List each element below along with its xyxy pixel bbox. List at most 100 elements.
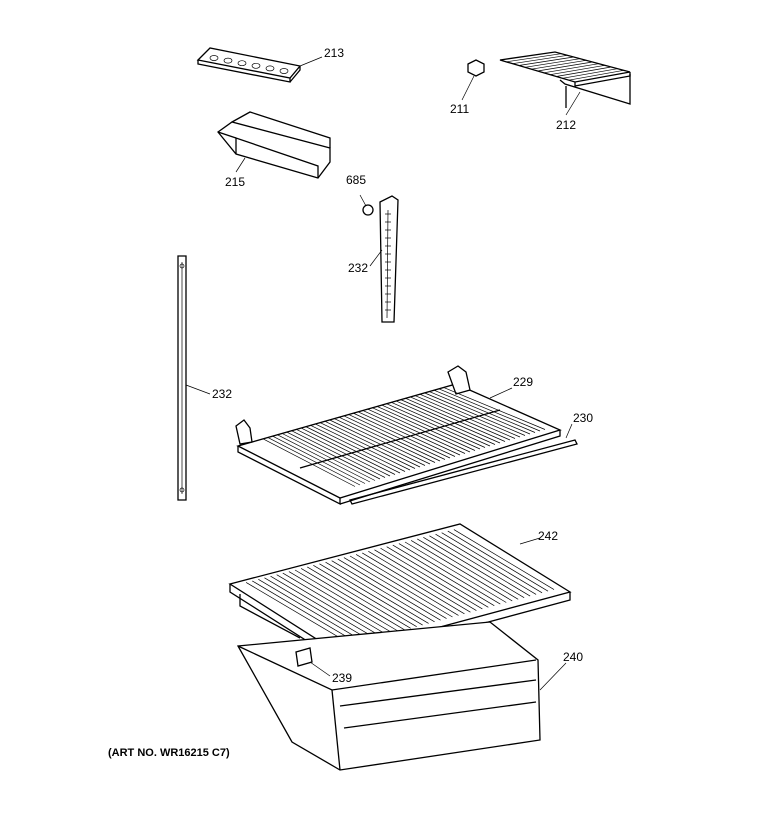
label-239: 239	[332, 671, 352, 685]
part-213-egg-tray	[196, 47, 323, 83]
hatch-line	[291, 430, 386, 478]
hatch-line	[252, 580, 358, 644]
part-215-door-bin	[217, 111, 331, 179]
hatch-line	[376, 405, 476, 451]
part-211-shelf-clip	[461, 59, 485, 101]
hatch-line	[343, 557, 447, 619]
hatch-line	[329, 419, 426, 466]
hatch-line	[362, 552, 465, 615]
part-229-shelf	[235, 365, 562, 506]
hatch-line	[343, 415, 441, 462]
label-230: 230	[573, 411, 593, 425]
hatch-line	[310, 424, 406, 472]
hatch-line	[429, 535, 531, 597]
hatch-line	[258, 579, 364, 642]
egg-cup	[209, 55, 219, 61]
hatch-line	[543, 63, 599, 74]
part-212-wire-shelf	[499, 51, 631, 116]
hatch-line	[419, 393, 521, 438]
hatch-line	[362, 409, 461, 456]
hatch-line	[281, 432, 376, 481]
hatch-line	[357, 411, 456, 457]
hatch-line	[348, 414, 446, 460]
label-211: 211	[450, 102, 469, 116]
hatch-line	[276, 434, 371, 483]
egg-cup	[251, 62, 261, 69]
part-240-crisper-drawer	[236, 621, 567, 771]
hatch-line	[352, 412, 451, 459]
hatch-line	[424, 392, 526, 436]
part-239-support	[295, 647, 331, 677]
hatch-line	[438, 388, 541, 432]
hatch-line	[355, 554, 459, 616]
hatch-line	[506, 53, 562, 63]
hatch-line	[414, 395, 516, 439]
hatch-line	[435, 533, 537, 595]
hatch-line	[324, 420, 421, 468]
hatch-line	[537, 61, 593, 72]
hatch-line	[319, 563, 423, 626]
hatch-line	[333, 418, 431, 465]
hatch-line	[371, 407, 471, 453]
label-685: 685	[346, 173, 366, 187]
hatch-line	[267, 436, 361, 486]
egg-cup	[237, 60, 247, 67]
hatch-line	[349, 555, 453, 618]
hatch-line	[331, 560, 435, 623]
hatch-line	[380, 547, 483, 610]
hatch-line	[368, 551, 471, 613]
hatch-line	[282, 572, 387, 636]
hatch-line	[294, 569, 399, 632]
art-number-caption: (ART NO. WR16215 C7)	[108, 747, 230, 759]
label-213: 213	[324, 46, 344, 60]
hatch-line	[404, 541, 507, 603]
hatch-line	[549, 64, 606, 76]
hatch-line	[245, 582, 352, 645]
label-232-upper: 232	[348, 261, 368, 275]
hatch-line	[447, 530, 549, 592]
label-212: 212	[556, 118, 576, 132]
part-685-screw	[359, 194, 374, 216]
hatch-line	[405, 397, 506, 442]
hatch-line	[272, 435, 366, 484]
hatch-line	[325, 561, 429, 624]
hatch-line	[305, 426, 401, 474]
hatch-line	[262, 438, 356, 487]
hatch-line	[400, 399, 501, 444]
hatch-line	[428, 391, 531, 435]
label-215: 215	[225, 175, 245, 189]
hatch-line	[518, 56, 574, 66]
hatch-line	[313, 565, 417, 627]
hatch-line	[314, 423, 411, 471]
hatch-line	[288, 571, 393, 634]
hatch-line	[338, 416, 436, 463]
hatch-line	[423, 537, 525, 598]
hatch-line	[295, 428, 391, 477]
label-229: 229	[513, 375, 533, 389]
hatch-line	[512, 54, 568, 65]
hatch-line	[568, 69, 624, 81]
hatch-line	[433, 389, 536, 433]
hatch-line	[562, 68, 618, 79]
label-240: 240	[563, 650, 583, 664]
hatch-line	[319, 422, 416, 469]
hatch-line	[390, 401, 491, 447]
hatch-line	[299, 409, 501, 469]
hatch-line	[417, 538, 519, 600]
hatch-line	[531, 59, 587, 70]
hatch-line	[276, 574, 382, 637]
hatch-line	[392, 544, 495, 607]
label-232-left: 232	[212, 387, 232, 401]
hatch-line	[286, 431, 381, 480]
hatch-line	[395, 400, 496, 445]
part-232-rail-left	[177, 255, 211, 501]
egg-cup	[265, 65, 275, 72]
hatch-line	[367, 408, 466, 454]
hatch-line	[374, 549, 477, 611]
hatch-line	[398, 543, 501, 605]
hatch-line	[556, 66, 612, 77]
hatch-line	[270, 575, 376, 639]
hatch-line	[307, 566, 411, 629]
hatch-line	[453, 529, 555, 590]
